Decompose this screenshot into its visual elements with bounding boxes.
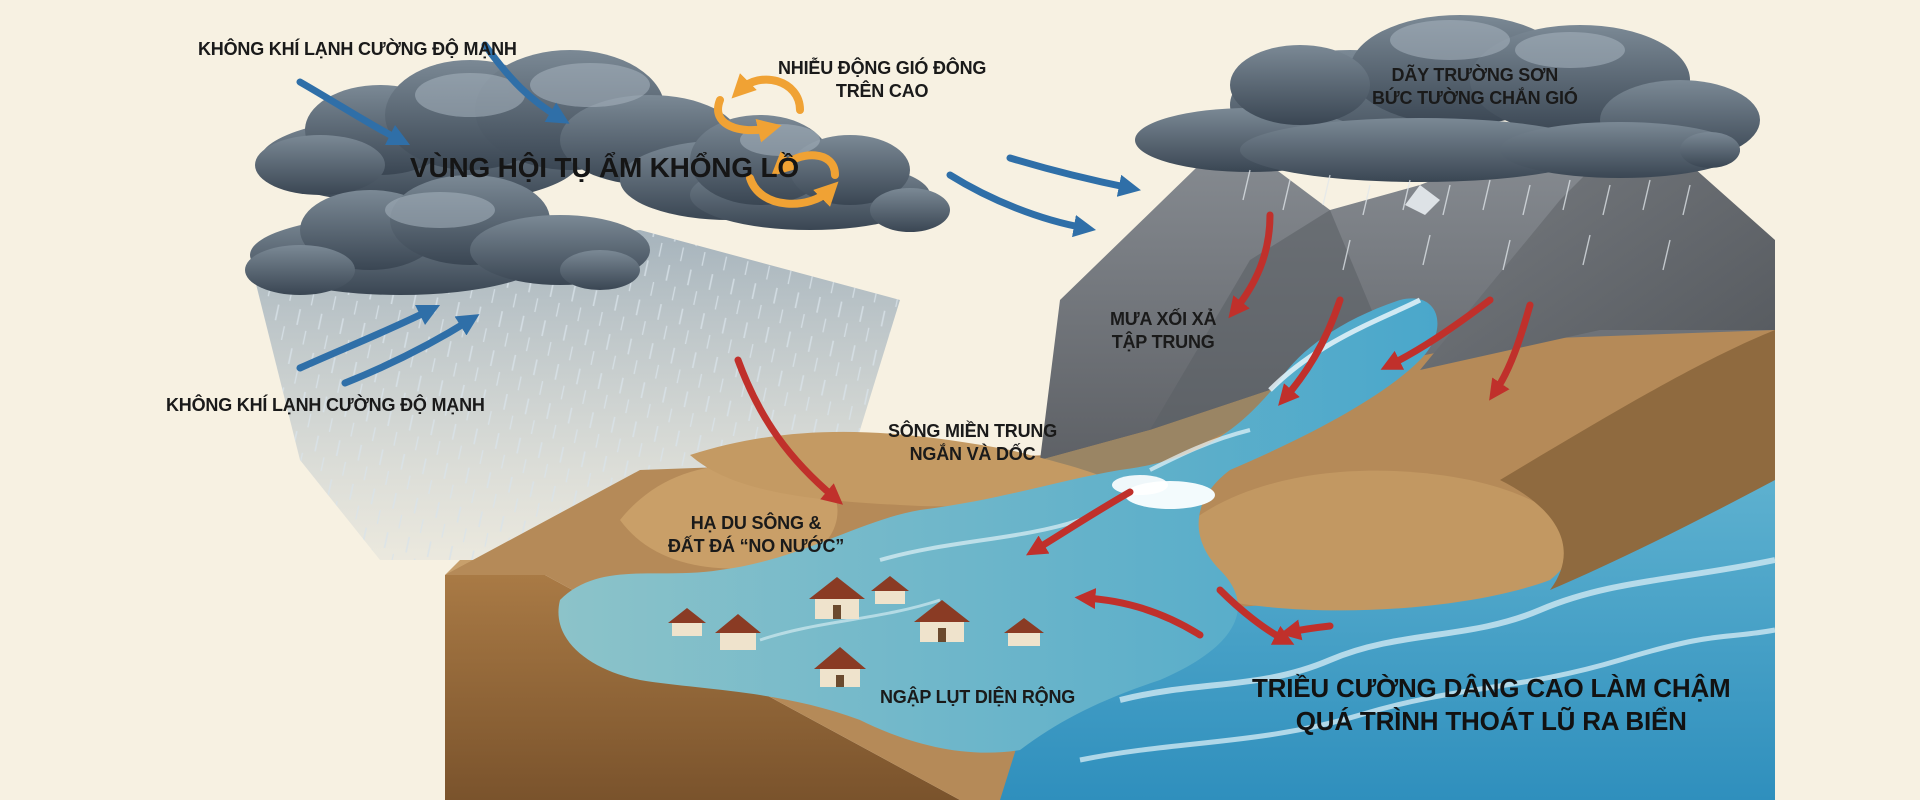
rotation-arrow-icon [746, 174, 839, 208]
easterly-wave-line2: TRÊN CAO [835, 80, 929, 101]
house [1004, 618, 1044, 646]
arrow-icon [1216, 586, 1295, 645]
water-flow-arrows [734, 211, 1534, 645]
arrow-icon [481, 41, 570, 124]
arrow-icon [1228, 211, 1274, 319]
high-tide-line1: TRIỀU CƯỜNG DÂNG CAO LÀM CHẬM [1252, 673, 1731, 703]
central-rivers-label: SÔNG MIỀN TRUNG NGẮN VÀ DỐC [888, 420, 1057, 465]
arrow-icon [341, 314, 480, 387]
truong-son-line1: DÃY TRƯỜNG SƠN [1391, 65, 1559, 85]
truong-son-label: DÃY TRƯỜNG SƠN BỨC TƯỜNG CHẮN GIÓ [1372, 64, 1578, 109]
arrow-icon [1074, 588, 1204, 639]
flood-water [558, 297, 1438, 753]
flooding-text: NGẬP LỤT DIỆN RỘNG [880, 687, 1076, 707]
house [814, 647, 866, 687]
downstream-line1: HẠ DU SÔNG & [690, 513, 822, 533]
convergence-zone-text: VÙNG HỘI TỤ ẨM KHỔNG LỒ [410, 152, 799, 183]
central-rivers-line1: SÔNG MIỀN TRUNG [888, 421, 1058, 441]
truong-son-line2: BỨC TƯỜNG CHẮN GIÓ [1372, 87, 1578, 108]
arrow-icon [734, 356, 844, 505]
cold-air-arrows [296, 41, 1141, 387]
arrow-icon [1489, 301, 1534, 401]
house [715, 614, 761, 650]
arrow-icon [1278, 296, 1344, 406]
house [914, 600, 970, 642]
mountain-clouds [1135, 15, 1760, 271]
rotation-arrow-icon [714, 96, 782, 143]
truong-son-mountains [1040, 120, 1775, 485]
easterly-wave-line1: NHIỄU ĐỘNG GIÓ ĐÔNG [778, 58, 987, 78]
high-tide-label: TRIỀU CƯỜNG DÂNG CAO LÀM CHẬM QUÁ TRÌNH … [1252, 672, 1731, 737]
downstream-line2: ĐẤT ĐÁ “NO NƯỚC” [668, 535, 845, 556]
central-rivers-line2: NGẮN VÀ DỐC [909, 443, 1036, 464]
cold-air-label-top: KHÔNG KHÍ LẠNH CƯỜNG ĐỘ MẠNH [198, 38, 517, 61]
high-tide-line2: QUÁ TRÌNH THOÁT LŨ RA BIỂN [1295, 705, 1687, 736]
downstream-label: HẠ DU SÔNG & ĐẤT ĐÁ “NO NƯỚC” [668, 512, 844, 557]
arrow-icon [946, 171, 1097, 238]
cold-air-label-top-text: KHÔNG KHÍ LẠNH CƯỜNG ĐỘ MẠNH [198, 39, 517, 59]
heavy-rain-line1: MƯA XỐI XẢ [1110, 309, 1217, 329]
rotation-arrow-icon [731, 73, 804, 114]
convergence-zone-label: VÙNG HỘI TỤ ẨM KHỔNG LỒ [410, 150, 799, 185]
heavy-rain-line2: TẬP TRUNG [1111, 331, 1215, 352]
arrow-icon [296, 78, 411, 146]
house [871, 576, 909, 604]
flooded-houses [668, 576, 1044, 687]
rotation-arrow-icon [771, 151, 839, 179]
heavy-rain-label: MƯA XỐI XẢ TẬP TRUNG [1110, 308, 1216, 353]
easterly-wave-label: NHIỄU ĐỘNG GIÓ ĐÔNG TRÊN CAO [778, 57, 986, 102]
arrow-icon [1006, 154, 1141, 197]
house [809, 577, 865, 619]
cold-air-label-bottom-text: KHÔNG KHÍ LẠNH CƯỜNG ĐỘ MẠNH [166, 395, 485, 415]
easterly-wave-arrows [714, 73, 839, 208]
house [668, 608, 706, 636]
arrow-icon [1279, 619, 1334, 641]
cold-air-label-bottom: KHÔNG KHÍ LẠNH CƯỜNG ĐỘ MẠNH [166, 394, 485, 417]
arrow-icon [296, 304, 441, 372]
arrow-icon [1380, 296, 1494, 370]
flooding-label: NGẬP LỤT DIỆN RỘNG [880, 686, 1075, 709]
arrow-icon [1025, 488, 1134, 556]
